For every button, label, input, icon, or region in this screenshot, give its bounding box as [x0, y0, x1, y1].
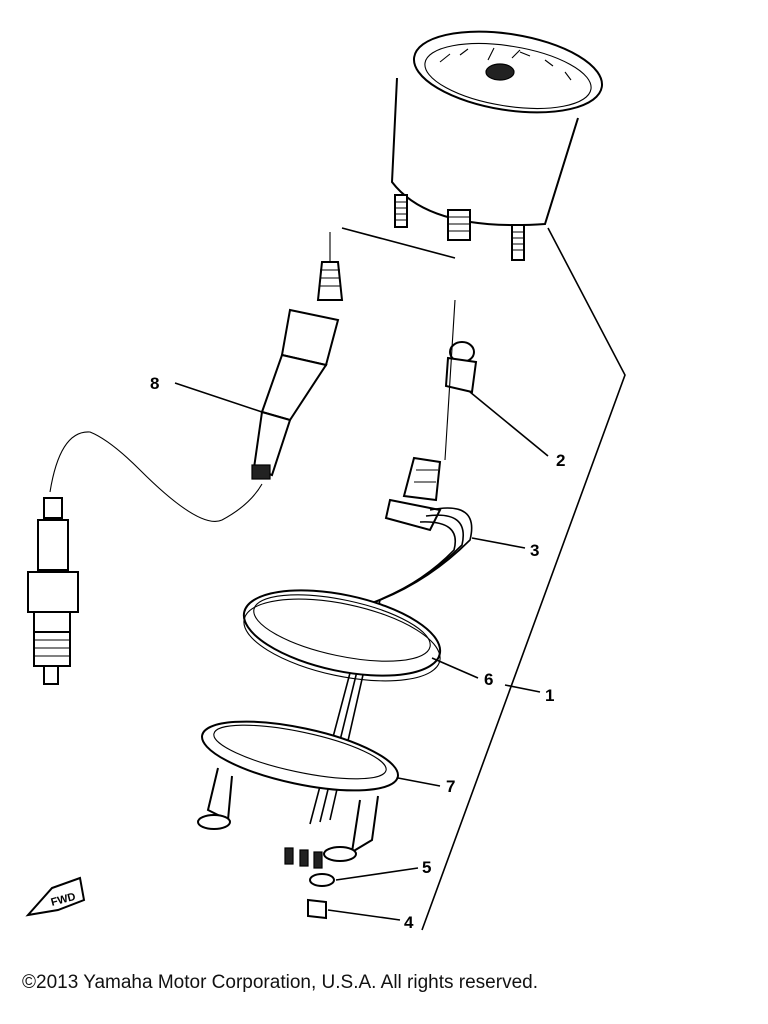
callout-7: 7 [446, 777, 455, 796]
meter-assembly [390, 30, 604, 261]
socket-cord [309, 456, 473, 825]
plug-connector [27, 497, 79, 685]
leader-3 [471, 537, 526, 549]
reference-line [421, 227, 626, 931]
cable-leader [49, 431, 263, 522]
leader-6 [431, 657, 479, 679]
leader-4 [327, 909, 401, 921]
callout-6: 6 [484, 670, 493, 689]
meter-cable [251, 232, 344, 480]
callout-3: 3 [530, 541, 539, 560]
callout-5: 5 [422, 858, 431, 877]
copyright-notice: ©2013 Yamaha Motor Corporation, U.S.A. A… [22, 972, 538, 993]
terminals [284, 847, 335, 920]
callout-8: 8 [150, 374, 159, 393]
callout-4: 4 [404, 913, 414, 932]
leader-8 [174, 382, 266, 414]
leader-5 [335, 867, 419, 881]
nut [307, 898, 327, 920]
bulb [444, 341, 478, 394]
leader-2 [469, 391, 549, 457]
leader-7 [397, 777, 441, 787]
callout-2: 2 [556, 451, 565, 470]
callout-1: 1 [545, 686, 554, 705]
washer [309, 873, 335, 887]
gasket-ring [242, 589, 442, 682]
leader-1 [504, 684, 541, 693]
fwd-arrow: FWD [25, 876, 86, 917]
meter-bracket [197, 720, 399, 862]
